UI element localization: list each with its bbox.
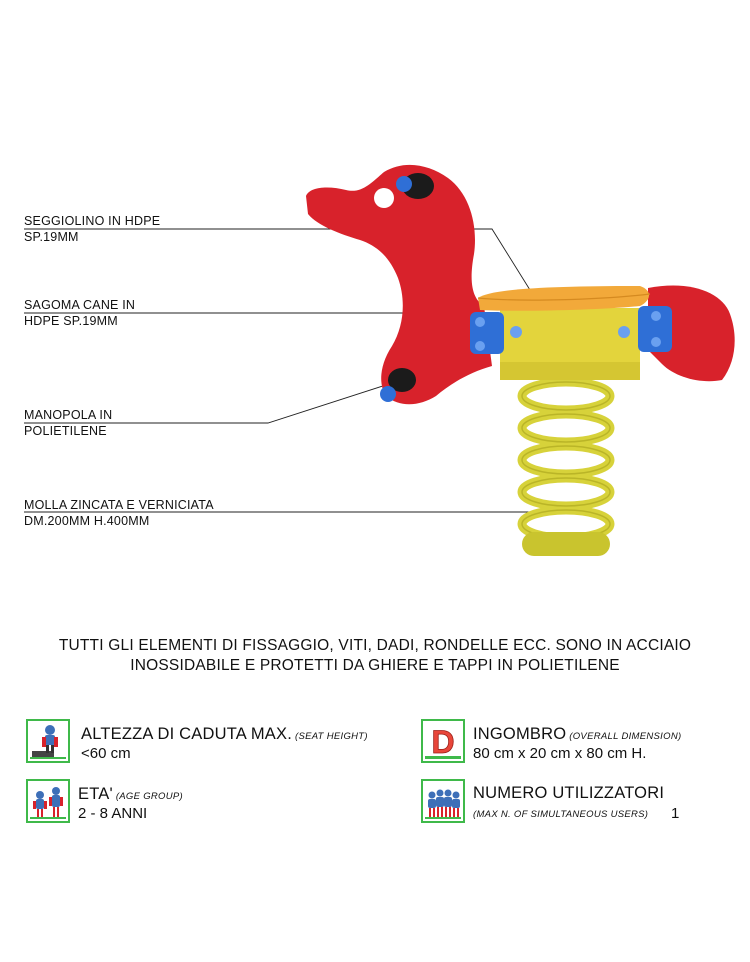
seat-bracket	[500, 308, 640, 362]
leader-lines	[24, 228, 540, 513]
spec-users-count-title: NUMERO UTILIZZATORI	[473, 784, 665, 802]
spec-overall-dimension-subtitle: (OVERALL DIMENSION)	[569, 731, 682, 742]
callout-handle-line1: MANOPOLA IN	[24, 408, 113, 422]
spec-fall-height-value: <60 cm	[81, 745, 131, 762]
materials-note-line2: INOSSIDABILE E PROTETTI DA GHIERE E TAPP…	[130, 657, 620, 674]
callout-seat-line2: SP.19MM	[24, 230, 79, 244]
callout-dog-shape-line2: HDPE SP.19MM	[24, 314, 118, 328]
spec-users-count-subtitle: (MAX N. OF SIMULTANEOUS USERS)	[473, 809, 649, 820]
blue-plate-left	[470, 312, 504, 354]
spec-age-group: ETA'(AGE GROUP) 2 - 8 ANNI	[26, 779, 406, 829]
callout-dog-shape: SAGOMA CANE IN HDPE SP.19MM	[24, 297, 135, 329]
dog-eye-hole	[374, 188, 394, 208]
spring-rider-dog-illustration	[24, 164, 735, 556]
handle-top	[396, 173, 434, 199]
callout-spring-line2: DM.200MM H.400MM	[24, 514, 150, 528]
spec-age-group-subtitle: (AGE GROUP)	[115, 791, 183, 802]
spec-fall-height-subtitle: (SEAT HEIGHT)	[295, 731, 368, 742]
blue-plate-right	[638, 306, 672, 352]
dimension-letter: D	[431, 724, 454, 760]
callout-handle-line2: POLIETILENE	[24, 424, 107, 438]
callout-spring: MOLLA ZINCATA E VERNICIATA DM.200MM H.40…	[24, 497, 214, 529]
spec-fall-height: ALTEZZA DI CADUTA MAX.(SEAT HEIGHT) <60 …	[26, 719, 406, 769]
overall-dimension-icon: D	[421, 719, 465, 763]
callout-seat: SEGGIOLINO IN HDPE SP.19MM	[24, 213, 160, 245]
spec-age-group-value: 2 - 8 ANNI	[78, 805, 148, 822]
dog-body	[306, 164, 492, 405]
users-count-icon	[421, 779, 465, 823]
fall-height-icon	[26, 719, 70, 763]
spec-overall-dimension-value: 80 cm x 20 cm x 80 cm H.	[473, 745, 647, 762]
seat	[478, 286, 649, 311]
spec-users-count-value: 1	[671, 805, 680, 822]
callout-handle: MANOPOLA IN POLIETILENE	[24, 407, 112, 439]
materials-note-line1: TUTTI GLI ELEMENTI DI FISSAGGIO, VITI, D…	[58, 637, 692, 654]
leader-line-seat	[24, 228, 536, 299]
callout-dog-shape-line1: SAGOMA CANE IN	[24, 298, 136, 312]
spec-overall-dimension: D INGOMBRO(OVERALL DIMENSION) 80 cm x 20…	[421, 719, 731, 769]
spec-users-count: NUMERO UTILIZZATORI (MAX N. OF SIMULTANE…	[421, 779, 741, 829]
callout-seat-line1: SEGGIOLINO IN HDPE	[24, 214, 161, 228]
handle-bottom	[380, 368, 416, 402]
spring-base	[522, 532, 610, 556]
leader-line-handle	[24, 382, 393, 424]
materials-note: TUTTI GLI ELEMENTI DI FISSAGGIO, VITI, D…	[0, 636, 750, 676]
callout-spring-line1: MOLLA ZINCATA E VERNICIATA	[24, 498, 214, 512]
age-group-icon	[26, 779, 70, 823]
spec-fall-height-title: ALTEZZA DI CADUTA MAX.(SEAT HEIGHT)	[81, 725, 368, 743]
spec-age-group-title: ETA'(AGE GROUP)	[78, 785, 183, 803]
spec-overall-dimension-title: INGOMBRO(OVERALL DIMENSION)	[473, 725, 682, 743]
